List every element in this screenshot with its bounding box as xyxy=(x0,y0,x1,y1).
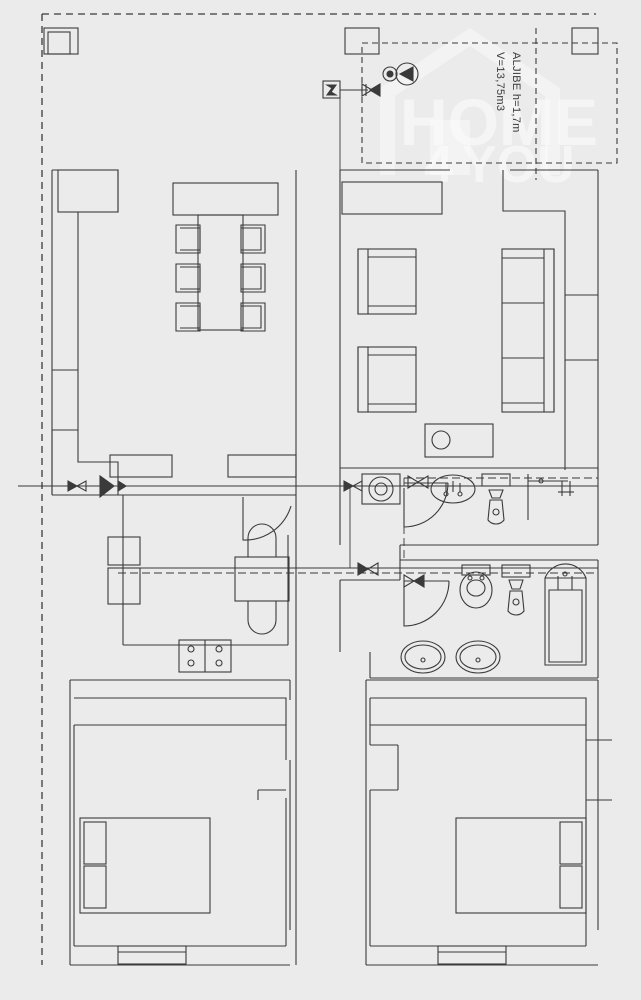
bathroom-lower-door-swing xyxy=(403,580,450,627)
toilet xyxy=(501,564,531,616)
house-door-icon xyxy=(430,120,470,175)
watermark-line3: YOU xyxy=(462,136,575,194)
window-opening xyxy=(437,945,507,965)
valve-icon xyxy=(343,480,363,492)
water-meter-icon xyxy=(322,80,341,99)
coffee-table xyxy=(424,423,494,458)
dining-chair xyxy=(240,302,266,332)
dining-chair xyxy=(175,302,201,332)
sofa xyxy=(501,248,555,413)
kitchen-chair xyxy=(247,523,277,558)
kitchen-chair xyxy=(247,600,277,635)
armchair xyxy=(357,346,417,413)
bedroom-right-walls xyxy=(365,679,599,966)
cistern-label-line1: ALJIBE h=1,7m xyxy=(510,52,522,133)
check-valve-icon xyxy=(99,474,128,499)
valve-icon xyxy=(357,562,379,576)
stove-icon xyxy=(178,639,232,673)
washbasin xyxy=(400,640,446,674)
dining-counter xyxy=(57,169,119,213)
bidet xyxy=(459,564,493,609)
armchair xyxy=(357,248,417,315)
bathroom-lower-walls xyxy=(339,559,599,679)
drain-lines xyxy=(118,477,598,574)
cistern-label-group: ALJIBE h=1,7m V=13,75m3 xyxy=(494,52,522,133)
plot-boundary-dashed xyxy=(41,13,596,965)
cistern-label-line2: V=13,75m3 xyxy=(494,52,506,111)
watermark-line1: HOME xyxy=(400,85,598,159)
living-cabinet xyxy=(341,181,443,215)
structural-column xyxy=(47,31,71,55)
dining-chair xyxy=(175,224,201,254)
watermark-line2: 4 xyxy=(424,136,453,194)
dining-chair xyxy=(175,263,201,293)
bathtub xyxy=(544,563,587,666)
living-niche-wall xyxy=(502,170,598,470)
valve-icon xyxy=(361,83,381,97)
bathroom-upper-walls xyxy=(339,467,599,560)
dining-table xyxy=(197,214,244,331)
bedroom-left-walls xyxy=(69,679,291,966)
bedroom-left-inner-walls xyxy=(73,697,287,947)
shower xyxy=(527,474,574,520)
valve-icon xyxy=(67,480,87,492)
valve-icon xyxy=(403,574,425,588)
window-opening xyxy=(117,945,187,965)
washbasin xyxy=(455,640,501,674)
lower-dining-counter xyxy=(109,454,173,478)
watermark-group: HOME 4 YOU xyxy=(380,28,598,194)
kitchen-door-swing xyxy=(242,494,292,541)
house-outline-icon xyxy=(380,28,560,175)
bed xyxy=(79,817,211,914)
dining-chair xyxy=(240,263,266,293)
pump-icon xyxy=(382,62,419,86)
toilet xyxy=(481,473,511,525)
cistern-boundary xyxy=(361,28,618,180)
bed xyxy=(455,817,587,914)
dining-chair xyxy=(240,224,266,254)
valve-icon xyxy=(407,475,429,489)
washbasin xyxy=(430,474,476,504)
exterior-walls-top xyxy=(43,27,599,55)
